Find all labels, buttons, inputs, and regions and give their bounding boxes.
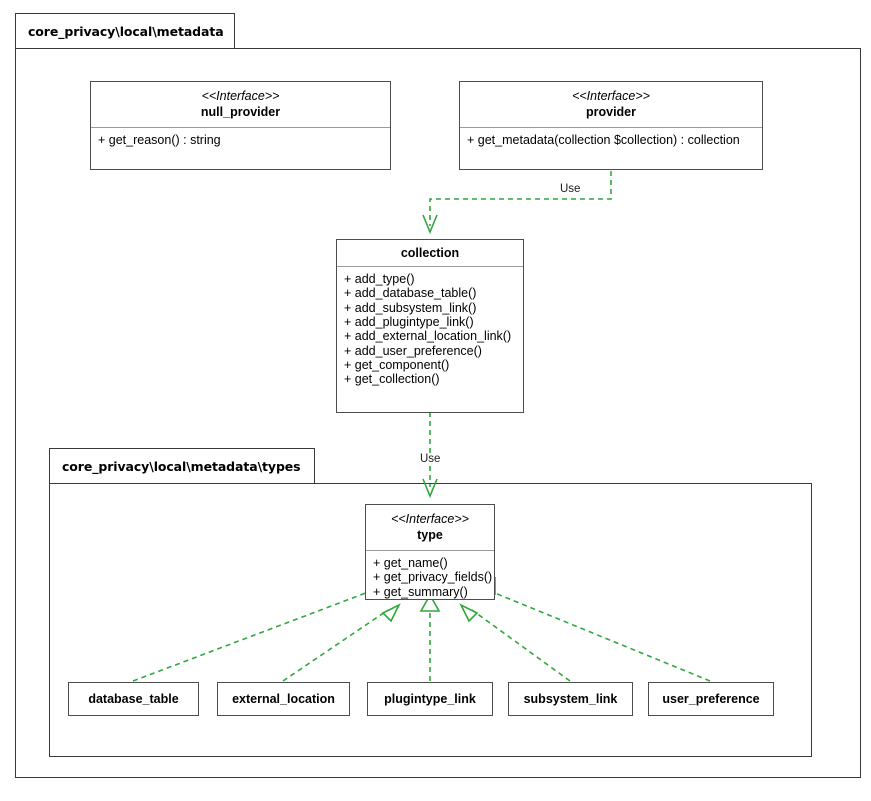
class-header-type: <<Interface>> type	[366, 505, 494, 551]
class-members-null-provider: + get_reason() : string	[91, 128, 390, 153]
class-box-collection[interactable]: collection + add_type() + add_database_t…	[336, 239, 524, 413]
class-name-null-provider: null_provider	[200, 105, 281, 119]
class-member: + add_external_location_link()	[344, 329, 512, 344]
class-stereotype-type: <<Interface>>	[391, 512, 469, 526]
class-box-database-table[interactable]: database_table	[68, 682, 199, 716]
class-name-user-preference: user_preference	[662, 692, 760, 706]
class-members-type: + get_name() + get_privacy_fields() + ge…	[366, 551, 494, 605]
class-member: + get_component()	[344, 357, 450, 372]
edge-label-provider-collection: Use	[558, 183, 583, 195]
class-box-subsystem-link[interactable]: subsystem_link	[508, 682, 633, 716]
class-name-external-location: external_location	[232, 692, 335, 706]
class-member: + get_metadata(collection $collection) :…	[467, 133, 740, 147]
class-name-database-table: database_table	[88, 692, 179, 706]
class-members-collection: + add_type() + add_database_table() + ad…	[337, 267, 523, 393]
class-member: + get_reason() : string	[98, 133, 221, 147]
class-member: + add_user_preference()	[344, 343, 482, 358]
class-name-type: type	[417, 528, 443, 542]
class-header-collection: collection	[337, 240, 523, 267]
class-name-collection: collection	[400, 246, 460, 260]
package-tab-types: core_privacy\local\metadata\types	[49, 448, 315, 484]
class-box-plugintype-link[interactable]: plugintype_link	[367, 682, 493, 716]
class-name-subsystem-link: subsystem_link	[523, 692, 618, 706]
class-box-provider[interactable]: <<Interface>> provider + get_metadata(co…	[459, 81, 763, 170]
class-box-user-preference[interactable]: user_preference	[648, 682, 774, 716]
package-tab-outer: core_privacy\local\metadata	[15, 13, 235, 49]
class-header-null-provider: <<Interface>> null_provider	[91, 82, 390, 128]
class-box-null-provider[interactable]: <<Interface>> null_provider + get_reason…	[90, 81, 391, 170]
class-member: + get_privacy_fields()	[373, 570, 493, 585]
package-label-types: core_privacy\local\metadata\types	[62, 458, 301, 474]
class-box-type[interactable]: <<Interface>> type + get_name() + get_pr…	[365, 504, 495, 600]
class-name-plugintype-link: plugintype_link	[384, 692, 476, 706]
class-member: + get_name()	[373, 556, 448, 570]
class-member: + add_subsystem_link()	[344, 300, 477, 315]
package-frame-outer	[15, 48, 861, 778]
class-member: + add_plugintype_link()	[344, 314, 474, 329]
edge-label-collection-type: Use	[418, 453, 443, 465]
class-member: + get_summary()	[373, 584, 468, 599]
class-stereotype-provider: <<Interface>>	[572, 89, 650, 103]
class-members-provider: + get_metadata(collection $collection) :…	[460, 128, 762, 153]
class-box-external-location[interactable]: external_location	[217, 682, 350, 716]
class-name-provider: provider	[585, 105, 636, 119]
class-member: + get_collection()	[344, 372, 440, 387]
class-header-provider: <<Interface>> provider	[460, 82, 762, 128]
package-label-outer: core_privacy\local\metadata	[28, 23, 224, 39]
class-stereotype-null-provider: <<Interface>>	[201, 89, 280, 103]
class-member: + add_type()	[344, 272, 415, 286]
class-member: + add_database_table()	[344, 286, 477, 301]
